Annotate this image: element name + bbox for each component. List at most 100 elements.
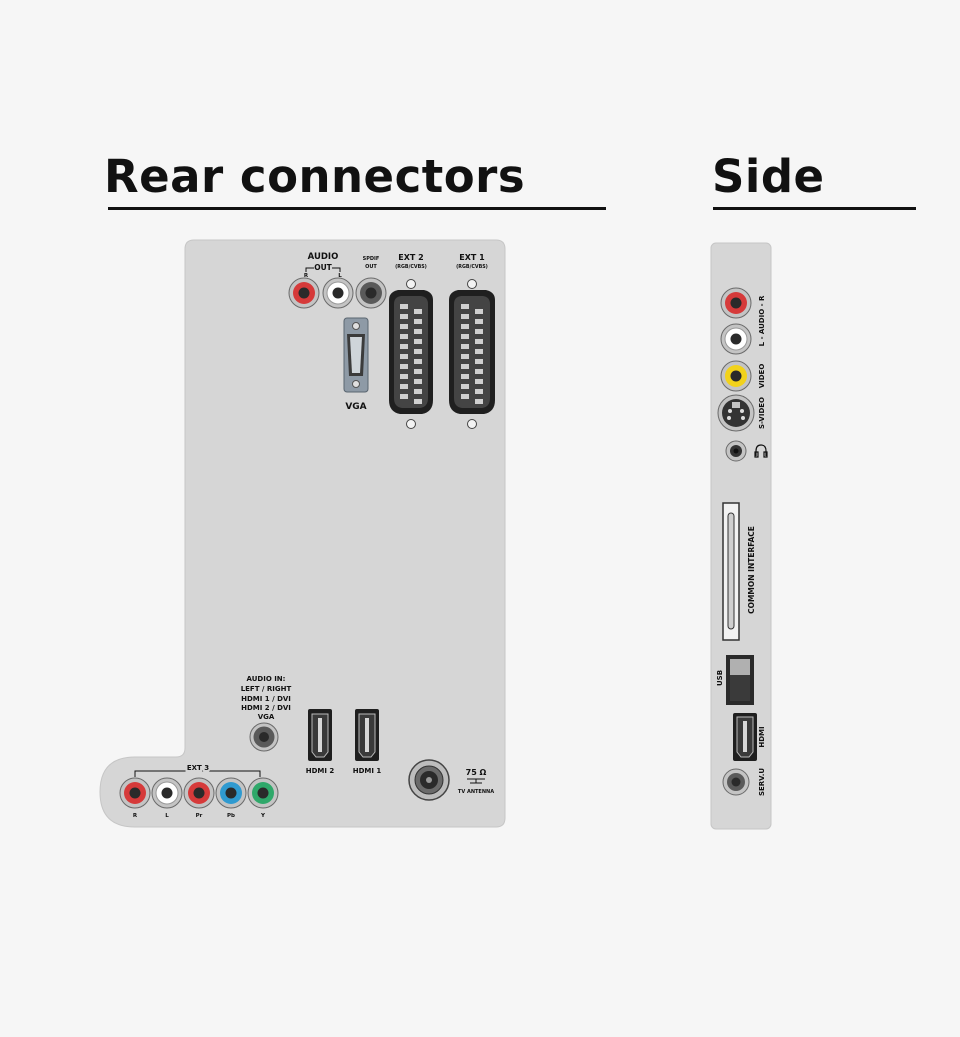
side-hdmi-port[interactable] <box>733 713 757 761</box>
scart-pin <box>400 304 408 309</box>
side-hdmi-label: HDMI <box>758 726 766 747</box>
side-heading: Side <box>712 150 825 203</box>
scart-pin <box>475 329 483 334</box>
scart-pin <box>461 354 469 359</box>
side-heading-underline <box>713 207 916 210</box>
scart-pin <box>461 394 469 399</box>
scart-pin <box>400 324 408 329</box>
serv-u-label: SERV.U <box>758 768 766 796</box>
scart-pin <box>461 344 469 349</box>
spdif-label-line2: OUT <box>365 264 377 270</box>
scart-pin <box>475 309 483 314</box>
ext3-label-l: L <box>165 813 169 819</box>
scart-pin <box>400 364 408 369</box>
audio-out-bracket <box>305 267 341 272</box>
audio-out-l-label: L <box>338 273 342 279</box>
hdmi1-port[interactable] <box>355 709 379 761</box>
ext3-title: EXT 3 <box>187 764 209 772</box>
side-video-label: VIDEO <box>758 364 766 389</box>
ext3-label-r: R <box>133 813 138 819</box>
scart-pin <box>400 344 408 349</box>
ext2-sub: (RGB/CVBS) <box>395 264 427 270</box>
audio-in-line3: HDMI 1 / DVI <box>241 695 291 703</box>
scart-pin <box>461 334 469 339</box>
audio-in-line2: LEFT / RIGHT <box>241 685 292 693</box>
audio-out-l-jack[interactable] <box>322 277 354 309</box>
scart-pin <box>414 339 422 344</box>
ext3-jack-pr[interactable] <box>183 777 215 809</box>
side-svideo-jack[interactable] <box>717 394 755 432</box>
scart-pin <box>475 369 483 374</box>
ext3-jack-pb[interactable] <box>215 777 247 809</box>
ext1-scart-connector[interactable] <box>449 279 495 429</box>
scart-pin <box>475 319 483 324</box>
scart-pin <box>414 329 422 334</box>
antenna-symbol <box>467 778 485 784</box>
scart-pin <box>400 334 408 339</box>
usb-port[interactable] <box>726 655 754 705</box>
ext3-jack-row: R L Pr Pb Y <box>119 777 279 819</box>
side-svideo-label: S-VIDEO <box>758 397 766 429</box>
scart-pin <box>414 379 422 384</box>
vga-connector[interactable] <box>343 317 369 393</box>
audio-in-line5: VGA <box>258 713 275 721</box>
audio-out-r-label: R <box>304 273 309 279</box>
audio-in-line1: AUDIO IN: <box>247 675 286 683</box>
side-video-jack[interactable] <box>720 360 752 392</box>
scart-pin <box>461 364 469 369</box>
ext1-sub: (RGB/CVBS) <box>456 264 488 270</box>
rear-heading-underline <box>108 207 606 210</box>
serv-u-jack[interactable] <box>722 768 750 796</box>
rear-connectors-heading: Rear connectors <box>104 150 526 203</box>
audio-in-jack[interactable] <box>249 722 279 752</box>
scart-pin <box>414 319 422 324</box>
usb-label: USB <box>716 670 724 686</box>
scart-pin <box>414 389 422 394</box>
audio-out-sub: OUT <box>314 263 332 272</box>
ext3-jack-l[interactable] <box>151 777 183 809</box>
scart-pin <box>400 394 408 399</box>
side-audio-label: L - AUDIO - R <box>758 295 766 346</box>
audio-out-title: AUDIO <box>308 252 339 262</box>
side-headphone-jack[interactable] <box>725 440 747 462</box>
spdif-out-jack[interactable] <box>355 277 387 309</box>
scart-pin <box>475 379 483 384</box>
ext3-label-pb: Pb <box>227 813 235 819</box>
ext3-jack-y[interactable] <box>247 777 279 809</box>
ext3-label-pr: Pr <box>196 813 203 819</box>
common-interface-label: COMMON INTERFACE <box>747 526 756 614</box>
tv-antenna-connector[interactable] <box>408 759 450 801</box>
spdif-label-line1: SPDIF <box>363 256 380 262</box>
ext3-bracket <box>134 770 261 777</box>
hdmi2-label: HDMI 2 <box>306 767 335 775</box>
scart-pin <box>475 339 483 344</box>
headphone-icon <box>754 444 768 458</box>
ext3-jack-r[interactable] <box>119 777 151 809</box>
scart-pin <box>414 309 422 314</box>
scart-pin <box>400 384 408 389</box>
hdmi2-port[interactable] <box>308 709 332 761</box>
audio-in-line4: HDMI 2 / DVI <box>241 704 291 712</box>
scart-pin <box>414 399 422 404</box>
scart-pin <box>475 359 483 364</box>
ext1-title: EXT 1 <box>459 253 485 262</box>
rear-panel <box>99 239 506 828</box>
vga-label: VGA <box>345 402 366 412</box>
scart-pin <box>461 324 469 329</box>
side-audio-r-jack[interactable] <box>720 287 752 319</box>
scart-pin <box>414 349 422 354</box>
scart-pin <box>414 369 422 374</box>
scart-pin <box>475 389 483 394</box>
scart-pin <box>475 349 483 354</box>
ext2-scart-connector[interactable] <box>389 279 433 429</box>
scart-pin <box>461 304 469 309</box>
side-audio-l-jack[interactable] <box>720 323 752 355</box>
common-interface-slot[interactable] <box>722 502 740 641</box>
scart-pin <box>400 314 408 319</box>
ext2-title: EXT 2 <box>398 253 423 262</box>
ext3-label-y: Y <box>260 813 266 819</box>
scart-pin <box>475 399 483 404</box>
scart-pin <box>461 384 469 389</box>
audio-out-r-jack[interactable] <box>288 277 320 309</box>
